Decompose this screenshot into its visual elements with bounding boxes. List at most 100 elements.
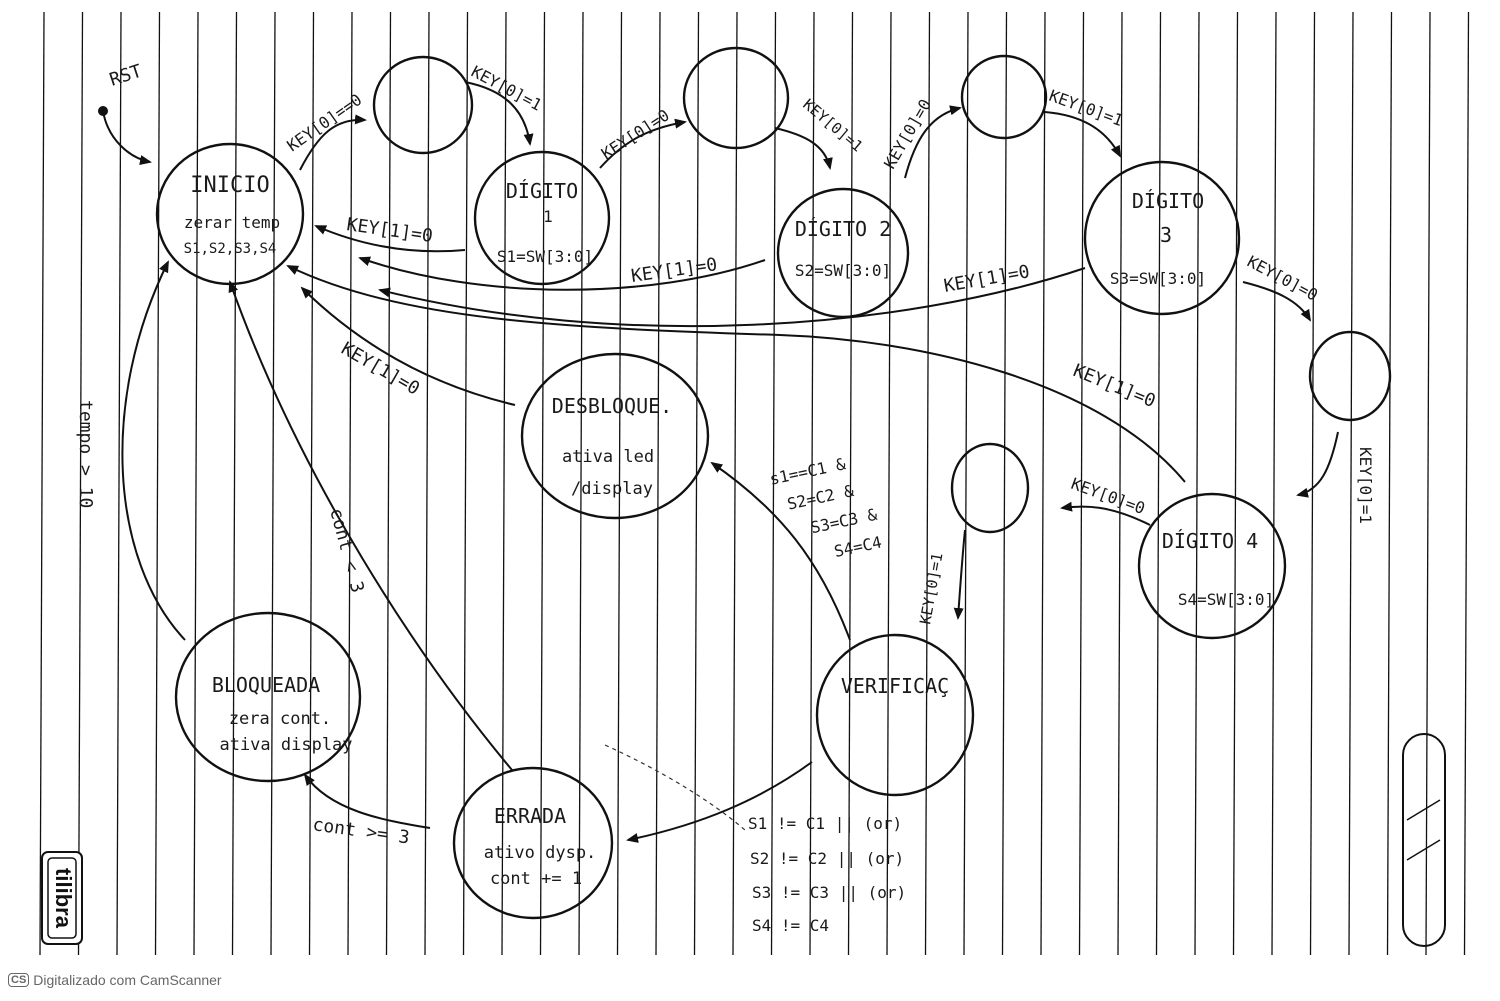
state-digito3-line1: 3 bbox=[1160, 223, 1172, 247]
state-digito4-line1: S4=SW[3:0] bbox=[1178, 590, 1274, 609]
ruled-line bbox=[1425, 11, 1431, 956]
ruled-line bbox=[1309, 11, 1316, 956]
ruled-line bbox=[1194, 11, 1200, 956]
ruled-line bbox=[501, 11, 507, 956]
ruled-line bbox=[39, 11, 45, 956]
state-bloqueada-line2: ativa display bbox=[219, 735, 352, 755]
label-digito1-wait2: KEY[0]=0 bbox=[598, 105, 673, 163]
ruled-line bbox=[1001, 11, 1008, 956]
state-errada-line1: ativo dysp. bbox=[484, 843, 597, 863]
ruled-line bbox=[193, 11, 199, 956]
state-wait-4 bbox=[1308, 330, 1392, 422]
state-desbloque: DESBLOQUE. ativa led /display bbox=[520, 352, 710, 520]
label-inicio-wait1: KEY[0]==0 bbox=[283, 90, 365, 155]
camscanner-icon: CS bbox=[8, 973, 30, 987]
state-desbloque-line1: ativa led bbox=[562, 447, 654, 467]
edge-digito2-wait3: KEY[0]=0 bbox=[880, 96, 962, 179]
label-verificacao-errada: S1 != C1 || (or) S2 != C2 || (or) S3 != … bbox=[748, 814, 916, 935]
ruled-line bbox=[616, 11, 623, 956]
ruled-line bbox=[385, 11, 392, 956]
ruled-line bbox=[963, 11, 969, 956]
label-wait5-verificacao: KEY[0]=1 bbox=[916, 551, 946, 625]
label-wait2-digito2: KEY[0]=1 bbox=[799, 95, 866, 155]
ruled-line bbox=[1232, 11, 1239, 956]
state-bloqueada-title: BLOQUEADA bbox=[212, 673, 320, 697]
brand-logo: tilibra bbox=[41, 851, 83, 945]
label-digito4-wait5: KEY[0]=0 bbox=[1069, 474, 1148, 518]
ruled-line bbox=[231, 11, 238, 956]
state-digito-1: DÍGITO 1 S1=SW[3:0] bbox=[473, 150, 611, 286]
ruled-line bbox=[347, 11, 353, 956]
label-digito3-inicio: KEY[1]=0 bbox=[942, 261, 1031, 297]
label-verificacao-desbloque: s1==C1 & S2=C2 & S3=C3 & S4=C4 bbox=[768, 448, 894, 571]
edge-digito4-wait5: KEY[0]=0 bbox=[1060, 474, 1151, 526]
ruled-line bbox=[270, 11, 276, 956]
edge-digito4-inicio: KEY[1]=0 bbox=[286, 265, 1186, 483]
ruled-line bbox=[1040, 11, 1046, 956]
reset-entry: RST bbox=[98, 61, 152, 165]
ruled-line bbox=[770, 11, 777, 956]
label-digito2-wait3: KEY[0]=0 bbox=[880, 96, 935, 172]
state-desbloque-title: DESBLOQUE. bbox=[552, 394, 672, 418]
state-wait-3 bbox=[960, 54, 1048, 140]
label-wait1-digito1: KEY[0]=1 bbox=[468, 62, 545, 115]
state-errada-line2: cont += 1 bbox=[490, 869, 582, 889]
state-errada-title: ERRADA bbox=[494, 804, 566, 828]
page-pill-decoration bbox=[1402, 733, 1446, 947]
state-inicio: INICIO zerar temp S1,S2,S3,S4 bbox=[155, 142, 305, 286]
ruled-line bbox=[1386, 11, 1393, 956]
ruled-line bbox=[1463, 11, 1470, 956]
ruled-line bbox=[693, 11, 700, 956]
edge-digito3-wait4: KEY[0]=0 bbox=[1242, 252, 1321, 322]
brand-text: tilibra bbox=[51, 868, 76, 929]
state-digito-4: DÍGITO 4 S4=SW[3:0] bbox=[1137, 492, 1287, 640]
state-bloqueada: BLOQUEADA zera cont. ativa display bbox=[174, 611, 362, 783]
ruled-line bbox=[655, 11, 661, 956]
ruled-line bbox=[1078, 11, 1085, 956]
ruled-line bbox=[116, 11, 122, 956]
state-digito1-line1: 1 bbox=[543, 207, 553, 226]
edge-inicio-wait1: KEY[0]==0 bbox=[283, 90, 367, 171]
label-errada-inicio: cont < 3 bbox=[325, 506, 368, 595]
label-wait4-digito4: KEY[0]=1 bbox=[1356, 447, 1375, 524]
state-digito1-line2: S1=SW[3:0] bbox=[497, 247, 593, 266]
state-errada: ERRADA ativo dysp. cont += 1 bbox=[452, 766, 614, 920]
state-verificacao-title: VERIFICAÇ bbox=[841, 674, 949, 698]
edge-wait5-verificacao: KEY[0]=1 bbox=[916, 529, 966, 626]
state-wait-1 bbox=[372, 55, 474, 155]
edge-errada-bloqueada: cont >= 3 bbox=[303, 773, 431, 849]
ruled-lines bbox=[39, 11, 1470, 956]
ruled-line bbox=[924, 11, 931, 956]
state-inicio-title: INICIO bbox=[190, 173, 269, 198]
state-digito-3: DÍGITO 3 S3=SW[3:0] bbox=[1083, 160, 1241, 316]
ruled-line bbox=[1271, 11, 1277, 956]
scanner-text: Digitalizado com CamScanner bbox=[33, 972, 222, 988]
ruled-line bbox=[462, 11, 469, 956]
scanner-watermark: CS Digitalizado com CamScanner bbox=[8, 972, 222, 988]
edge-verificacao-desbloque: s1==C1 & S2=C2 & S3=C3 & S4=C4 bbox=[710, 448, 894, 641]
ruled-line bbox=[732, 11, 738, 956]
ruled-line bbox=[809, 11, 815, 956]
ruled-line bbox=[886, 11, 892, 956]
ruled-line bbox=[77, 11, 84, 956]
edge-wait3-digito3: KEY[0]=1 bbox=[1044, 86, 1126, 158]
label-bloqueada-inicio: tempo > 10 bbox=[75, 400, 96, 508]
state-digito2-title: DÍGITO 2 bbox=[795, 217, 891, 241]
state-digito3-line2: S3=SW[3:0] bbox=[1110, 269, 1206, 288]
edge-wait4-digito4: KEY[0]=1 bbox=[1296, 431, 1375, 524]
ruled-line bbox=[578, 11, 584, 956]
state-wait-5 bbox=[950, 442, 1030, 534]
edge-digito1-inicio: KEY[1]=0 bbox=[314, 214, 466, 253]
state-desbloque-line2: /display bbox=[571, 479, 653, 499]
ruled-line bbox=[308, 11, 315, 956]
ruled-line bbox=[1117, 11, 1123, 956]
ruled-line bbox=[154, 11, 161, 956]
state-inicio-line2: S1,S2,S3,S4 bbox=[184, 241, 277, 257]
state-digito1-title: DÍGITO bbox=[506, 179, 578, 203]
state-verificacao: VERIFICAÇ bbox=[815, 633, 975, 797]
label-errada-bloqueada: cont >= 3 bbox=[311, 814, 411, 848]
ruled-line bbox=[847, 11, 854, 956]
ruled-line bbox=[539, 11, 546, 956]
